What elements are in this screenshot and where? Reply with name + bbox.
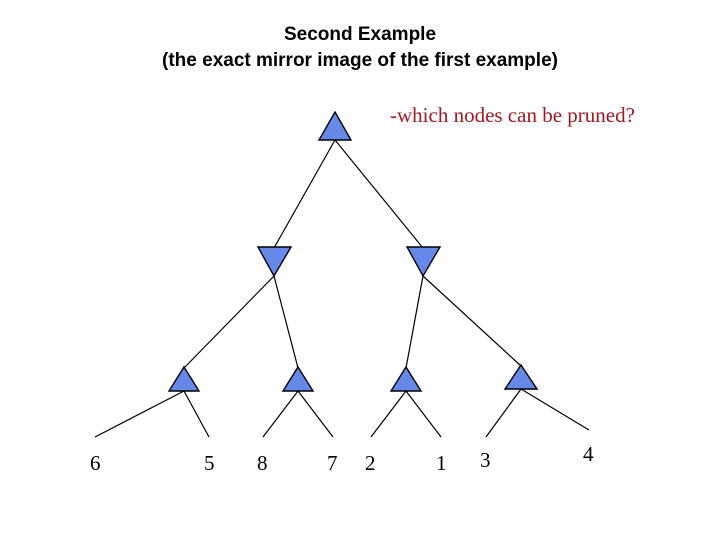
edge-max-b-to-leaf-3 bbox=[262, 390, 299, 438]
leaf-value-3: 8 bbox=[257, 451, 268, 475]
leaf-value-6: 1 bbox=[436, 451, 447, 475]
node-root-max-triangle-up-icon[interactable] bbox=[317, 110, 353, 141]
page-title: Second Example (the exact mirror image o… bbox=[60, 22, 660, 74]
question-annotation: -which nodes can be pruned? bbox=[390, 103, 635, 127]
edge-max-c-to-leaf-6 bbox=[405, 390, 442, 438]
edge-min-right-to-max-c bbox=[405, 275, 424, 369]
edge-max-c-to-leaf-5 bbox=[370, 390, 407, 438]
node-max-d-triangle-up-icon[interactable] bbox=[503, 363, 539, 390]
node-min-right-triangle-down-icon[interactable] bbox=[405, 246, 442, 278]
title-line-secondary: (the exact mirror image of the first exa… bbox=[162, 50, 558, 71]
edge-max-a-to-leaf-2 bbox=[183, 390, 210, 438]
edge-min-left-to-max-b bbox=[273, 275, 299, 369]
leaf-value-8: 4 bbox=[583, 442, 594, 466]
leaf-value-2: 5 bbox=[204, 451, 215, 475]
edge-max-a-to-leaf-1 bbox=[94, 390, 185, 438]
leaf-value-7: 3 bbox=[480, 448, 491, 472]
edge-max-d-to-leaf-7 bbox=[485, 388, 522, 438]
node-min-left-triangle-down-icon[interactable] bbox=[256, 246, 293, 278]
title-line-primary: Second Example bbox=[283, 24, 437, 45]
node-group bbox=[167, 110, 539, 392]
leaf-value-4: 7 bbox=[327, 451, 338, 475]
edge-group bbox=[94, 139, 590, 438]
leaf-value-5: 2 bbox=[365, 451, 376, 475]
edge-max-d-to-leaf-8 bbox=[520, 388, 590, 431]
node-max-c-triangle-up-icon[interactable] bbox=[389, 365, 423, 392]
leaf-value-1: 6 bbox=[90, 451, 101, 475]
edge-min-right-to-max-d bbox=[422, 275, 522, 367]
edge-min-left-to-max-a bbox=[183, 275, 275, 369]
edge-root-to-min-left bbox=[273, 139, 336, 249]
edge-max-b-to-leaf-4 bbox=[297, 390, 334, 438]
node-max-a-triangle-up-icon[interactable] bbox=[167, 365, 201, 392]
node-max-b-triangle-up-icon[interactable] bbox=[281, 365, 315, 392]
edge-root-to-min-right bbox=[334, 139, 424, 249]
